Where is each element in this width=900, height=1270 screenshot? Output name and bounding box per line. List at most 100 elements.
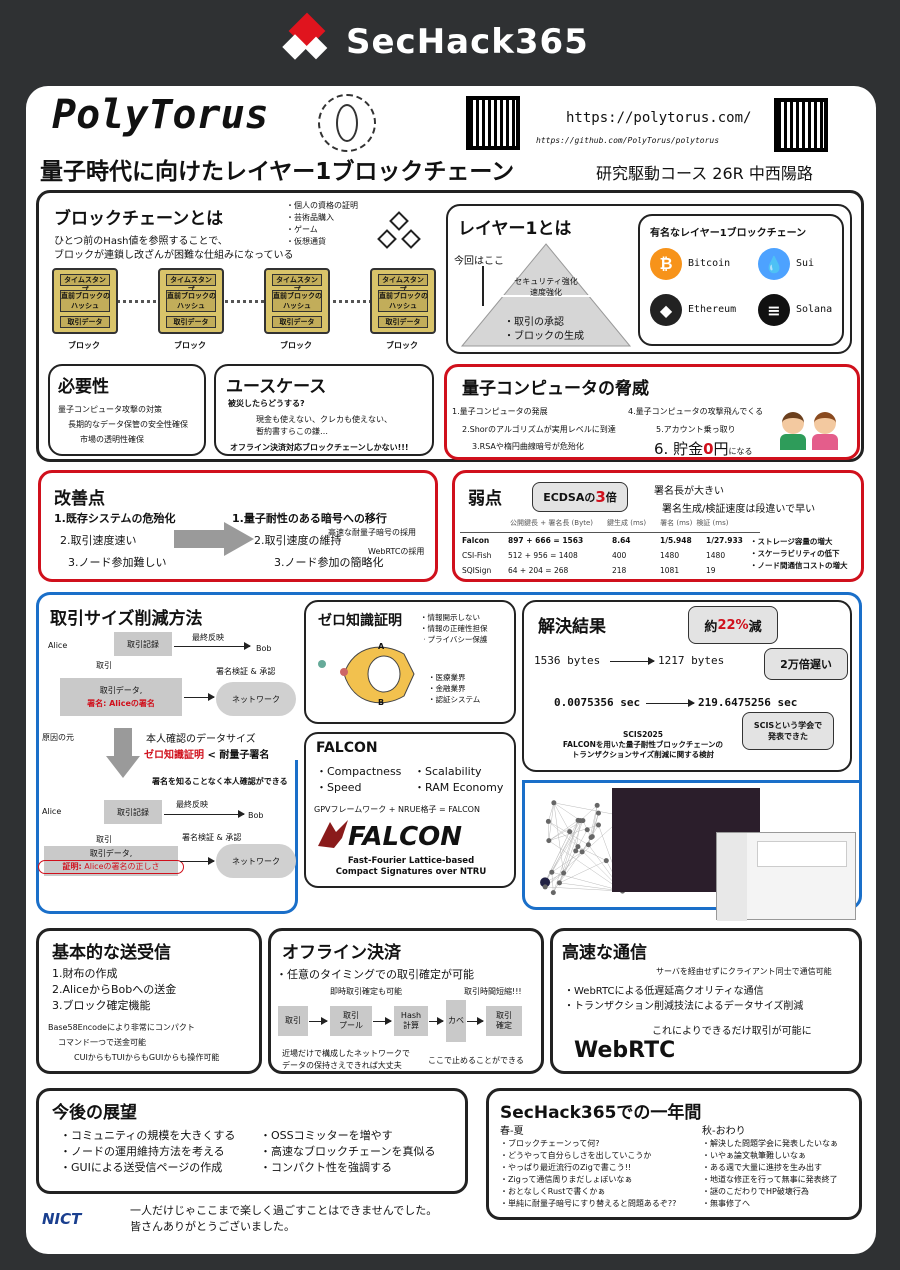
zk-cave-diagram (314, 634, 424, 716)
poster-title: PolyTorus (52, 92, 269, 138)
offline-n2: データの保持さえできれば大丈夫 (282, 1061, 402, 1070)
table-cell: 1480 (706, 551, 726, 560)
github-url[interactable]: https://github.com/PolyTorus/polytorus (536, 136, 720, 145)
mid1: 本人確認のデータサイズ (146, 734, 256, 745)
block-label: ブロック (386, 341, 418, 350)
future-left: ・コミュニティの規模を大きくする・ノードの運用維持方法を考える・GUIによる送受… (60, 1129, 236, 1174)
block-prev-hash: 直前ブロックの ハッシュ (166, 290, 216, 312)
app-screenshot (716, 832, 856, 921)
table-cell: 400 (612, 551, 627, 560)
tx-arrow (180, 857, 215, 865)
fast-n1: サーバを経由せずにクライアント同士で通信可能 (656, 967, 832, 976)
threat-item: 2.Shorのアルゴリズムが実用レベルに到達 (462, 425, 616, 434)
network-node: ネットワーク (216, 844, 296, 878)
bob-label: Bob (248, 811, 264, 820)
result-title: 解決結果 (538, 617, 606, 637)
table-cell: 19 (706, 566, 716, 575)
table-cell: 8.64 (612, 536, 631, 545)
block-timestamp: タイムスタンプ (378, 274, 428, 294)
result-from1: 1536 bytes (534, 654, 601, 667)
mid3: 署名を知ることなく本人確認ができる (152, 777, 288, 786)
table-cell: 512 + 956 = 1408 (508, 551, 578, 560)
zk-B: B (378, 698, 385, 707)
flow-step: Hash 計算 (394, 1006, 428, 1036)
block-chain (50, 268, 440, 354)
block-prev-hash: 直前ブロックの ハッシュ (60, 290, 110, 312)
sui-icon: 💧 (758, 248, 790, 280)
cause-label: 原因の元 (42, 733, 74, 742)
block-label: ブロック (280, 341, 312, 350)
need-list: 量子コンピュータ攻撃の対策長期的なデータ保管の安全性確保市場の透明性確保 (58, 405, 188, 444)
threat-item: 1.量子コンピュータの発展 (452, 407, 548, 416)
footer-t2: 皆さんありがとうございました。 (130, 1220, 295, 1233)
final-label: 最終反映 (176, 800, 208, 809)
weak-t2: 署名生成/検証速度は段違いで早い (662, 504, 816, 515)
year-title: SecHack365での一年間 (500, 1103, 702, 1123)
down-arrow-icon (106, 728, 140, 778)
qr-code-icon[interactable] (463, 93, 523, 153)
basic-note: Base58Encodeにより非常にコンパクト (48, 1023, 195, 1032)
block-data: 取引データ (378, 316, 428, 328)
offline-title: オフライン決済 (282, 943, 401, 963)
use-list: ・個人の資格の証明・芸術品購入・ゲーム・仮想通貨 (286, 201, 358, 246)
table-cell: 1081 (660, 566, 680, 575)
tx-data-box: 取引データ, 署名: Aliceの署名 (60, 678, 182, 716)
tx-data-box: 取引データ, 証明: Aliceの署名の正しさ (38, 846, 184, 876)
threat-title: 量子コンピュータの脅威 (462, 379, 649, 399)
falcon-right: ・Scalability・RAM Economy (414, 765, 504, 794)
year-left: ・ブロックチェーンって何?・どうやって自分らしさを出していこうか・やっぱり最近流… (500, 1139, 677, 1208)
year-box (486, 1088, 862, 1220)
table-cell: 218 (612, 566, 627, 575)
here-arrow (482, 266, 484, 306)
falcon-logo: FALCON (348, 822, 463, 852)
result-arrow (646, 699, 695, 707)
block-timestamp: タイムスタンプ (166, 274, 216, 294)
year-right: ・解決した問題学会に発表したいなぁ・いやぁ論文執筆難しいなぁ・ある週で大量に進捗… (702, 1139, 838, 1208)
brand-name: SecHack365 (346, 22, 589, 62)
falcon-formula: GPVフレームワーク + NRUE格子 = FALCON (314, 805, 480, 814)
flow-arrow (309, 1017, 328, 1025)
need-title: 必要性 (58, 377, 109, 397)
result-bubble: 2万倍遅い (764, 648, 848, 680)
fast-box (550, 928, 862, 1074)
layer1-title: レイヤー1とは (458, 219, 572, 239)
tx-label: 取引 (96, 661, 112, 670)
famous-title: 有名なレイヤー1ブロックチェーン (650, 228, 807, 239)
threat-item: 4.量子コンピュータの攻撃飛んでくる (628, 407, 764, 416)
bitcoin-icon: ₿ (650, 248, 682, 280)
block-timestamp: タイムスタンプ (60, 274, 110, 294)
flow-arrow (467, 1017, 484, 1025)
site-url[interactable]: https://polytorus.com/ (566, 110, 752, 126)
nict-logo: NICT (42, 1210, 82, 1228)
qr-code-icon[interactable] (771, 95, 831, 155)
chain-name: Ethereum (688, 304, 737, 315)
zk-title: ゼロ知識証明 (318, 613, 402, 629)
future-right: ・OSSコミッターを増やす・高速なブロックチェーンを真似る・コンパクト性を強調す… (260, 1129, 436, 1174)
bob-label: Bob (256, 644, 272, 653)
sechack-logo: SecHack365 (282, 12, 622, 70)
offline-l1: ・任意のタイミングでの取引確定が可能 (276, 968, 474, 981)
offline-n3: ここで止めることができる (428, 1056, 524, 1065)
threat-last: 6. 貯金0円になる (654, 440, 753, 458)
need-box (48, 364, 206, 456)
chain-name: Bitcoin (688, 258, 731, 269)
result-to2: 219.6475256 sec (698, 696, 798, 709)
block-data: 取引データ (166, 316, 216, 328)
improve-note: WebRTCの採用 (368, 547, 425, 556)
size-title: 取引サイズ削減方法 (50, 609, 203, 629)
offline-sub1: 即時取引確定も可能 (330, 987, 402, 996)
weak-title: 弱点 (468, 489, 502, 509)
verify-label: 署名検証 & 承認 (182, 833, 242, 842)
blockchain-desc: ブロックが連鎖し改ざんが困難な仕組みになっている (54, 250, 294, 261)
block-data: 取引データ (272, 316, 322, 328)
fast-title: 高速な通信 (562, 943, 647, 963)
size-section-left (36, 760, 298, 914)
improve-note: 高速な耐量子暗号の採用 (328, 528, 416, 537)
